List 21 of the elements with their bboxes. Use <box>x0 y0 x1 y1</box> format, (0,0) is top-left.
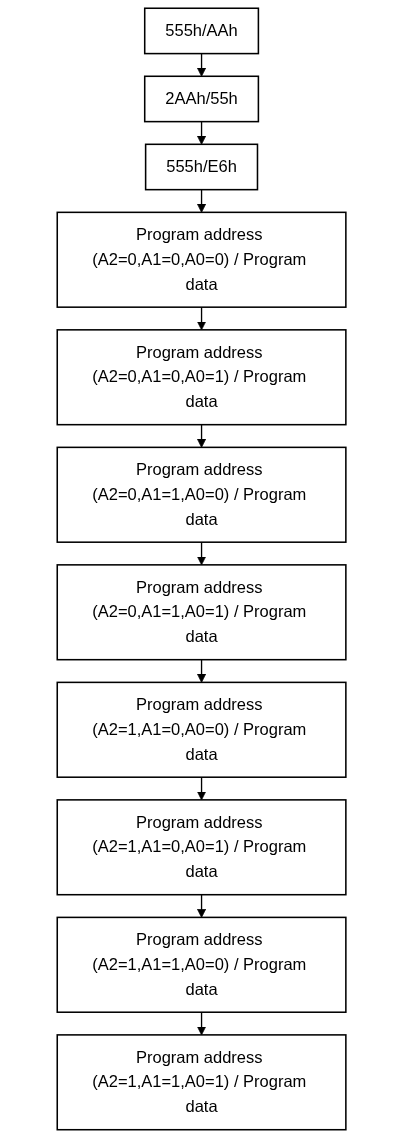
node-box: Program address (A2=1,A1=1,A0=1) / Program data <box>56 1034 347 1131</box>
arrow <box>196 424 207 448</box>
arrow <box>196 52 207 77</box>
node-box: Program address (A2=0,A1=1,A0=1) / Program data <box>56 564 347 661</box>
arrow <box>196 1011 207 1036</box>
node-box: Program address (A2=1,A1=0,A0=1) / Program data <box>56 799 347 896</box>
arrow <box>196 541 207 566</box>
arrow <box>196 120 207 145</box>
arrow <box>196 189 207 213</box>
node-box: 555h/E6h <box>144 143 259 191</box>
node-box: 2AAh/55h <box>143 75 260 123</box>
arrow <box>196 776 207 801</box>
node-box: Program address (A2=0,A1=0,A0=0) / Program data <box>56 211 347 308</box>
node-box: Program address (A2=0,A1=1,A0=0) / Program data <box>56 446 347 543</box>
node-box: 555h/AAh <box>143 7 260 55</box>
node-box: Program address (A2=1,A1=1,A0=0) / Program data <box>56 916 347 1013</box>
arrow <box>196 306 207 331</box>
node-box: Program address (A2=0,A1=0,A0=1) / Program data <box>56 329 347 426</box>
arrow <box>196 894 207 918</box>
arrow <box>196 659 207 683</box>
node-box: Program address (A2=1,A1=0,A0=0) / Program data <box>56 681 347 778</box>
